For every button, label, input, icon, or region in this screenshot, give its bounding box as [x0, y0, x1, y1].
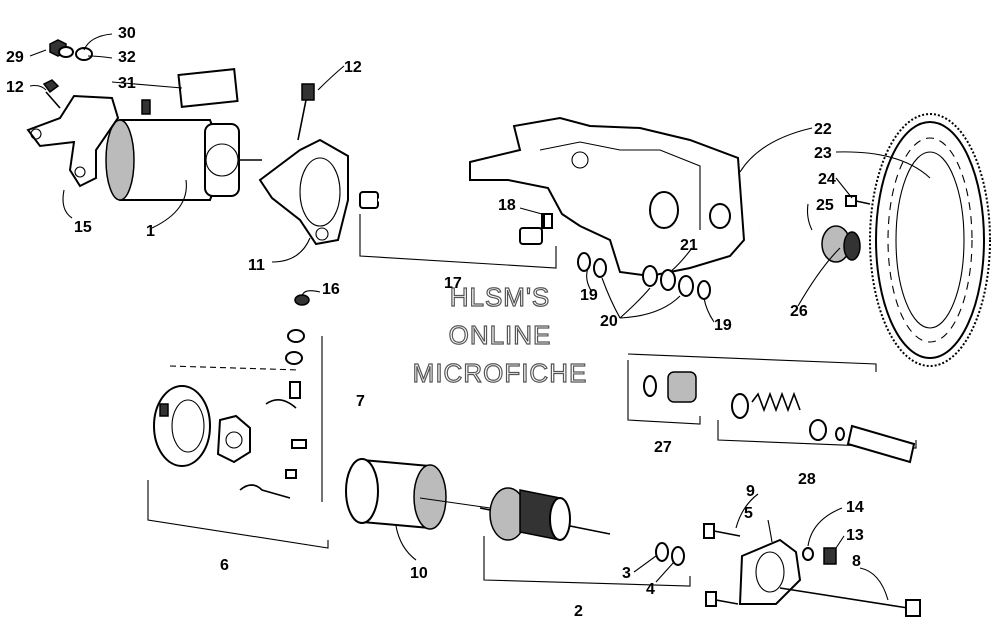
end-cap-part — [153, 385, 211, 467]
screw-9-top — [703, 523, 741, 539]
nut-13 — [823, 547, 837, 565]
callout-25: 25 — [816, 197, 834, 214]
callout-27: 27 — [654, 439, 672, 456]
pinion-assembly-part — [643, 371, 916, 464]
callout-21: 21 — [680, 237, 698, 254]
leader-lines — [29, 33, 931, 601]
screw-9-bottom — [705, 591, 739, 607]
callout-20: 20 — [600, 313, 618, 330]
end-plate-part — [738, 538, 802, 605]
housing-part — [469, 116, 746, 278]
ring-gear-part — [869, 113, 991, 367]
callout-1: 1 — [146, 223, 155, 240]
callout-11: 11 — [248, 257, 265, 274]
starter-motor-part — [105, 99, 262, 201]
watermark-line-2: ONLINE — [449, 320, 552, 350]
group-28-bracket — [717, 420, 917, 449]
cable-part — [359, 191, 551, 245]
washer-4 — [671, 546, 685, 566]
callout-8: 8 — [852, 553, 861, 570]
callout-4: 4 — [646, 581, 655, 598]
cable-group-bracket — [359, 214, 557, 269]
callout-18: 18 — [498, 197, 516, 214]
callout-16: 16 — [322, 281, 340, 298]
callout-31: 31 — [118, 75, 136, 92]
drive-shaft-part — [759, 224, 861, 263]
callout-10: 10 — [410, 565, 428, 582]
small-bolt-part — [845, 195, 871, 207]
watermark: HLSM'S ONLINE MICROFICHE — [412, 281, 588, 388]
callout-32: 32 — [118, 49, 136, 66]
callout-5: 5 — [744, 505, 753, 522]
brush-holder-part — [216, 414, 251, 464]
washer-3 — [655, 542, 669, 562]
mounting-plate-part — [258, 138, 349, 246]
callout-6: 6 — [220, 557, 229, 574]
group-2-bracket — [483, 536, 691, 587]
callout-17: 17 — [444, 275, 462, 292]
callout-9: 9 — [746, 483, 755, 500]
callout-12-left: 12 — [6, 79, 24, 96]
group-6-bracket — [147, 480, 329, 549]
callout-19-left: 19 — [580, 287, 598, 304]
callout-28: 28 — [798, 471, 816, 488]
callout-2: 2 — [574, 603, 583, 620]
callout-29: 29 — [6, 49, 24, 66]
hardware-stack-top-left — [42, 39, 93, 109]
armature-part — [479, 487, 611, 541]
terminal-hardware-part — [239, 329, 307, 499]
screw-part — [543, 213, 553, 229]
callout-3: 3 — [622, 565, 631, 582]
callout-12-top: 12 — [344, 59, 362, 76]
nut-part — [294, 294, 310, 306]
callout-30: 30 — [118, 25, 136, 42]
callout-19-right: 19 — [714, 317, 732, 334]
callout-24: 24 — [818, 171, 836, 188]
group-26-bracket — [627, 353, 877, 372]
watermark-line-3: MICROFICHE — [413, 358, 588, 388]
callout-labels: 1 2 3 4 5 6 7 8 9 10 11 12 12 13 14 15 1… — [6, 25, 864, 620]
motor-housing-tube-part — [345, 458, 447, 530]
callout-15: 15 — [74, 219, 92, 236]
callout-13: 13 — [846, 527, 864, 544]
group-27-bracket — [627, 360, 701, 425]
long-bolt-part — [779, 587, 921, 617]
bolt-part-top — [297, 83, 315, 141]
callout-23: 23 — [814, 145, 832, 162]
callout-26: 26 — [790, 303, 808, 320]
callout-14: 14 — [846, 499, 864, 516]
watermark-line-1: HLSM'S — [450, 282, 551, 312]
washer-14 — [802, 547, 814, 561]
label-sheet-part — [177, 68, 239, 108]
callout-22: 22 — [814, 121, 832, 138]
bracket-part — [26, 94, 120, 188]
callout-7: 7 — [356, 393, 365, 410]
